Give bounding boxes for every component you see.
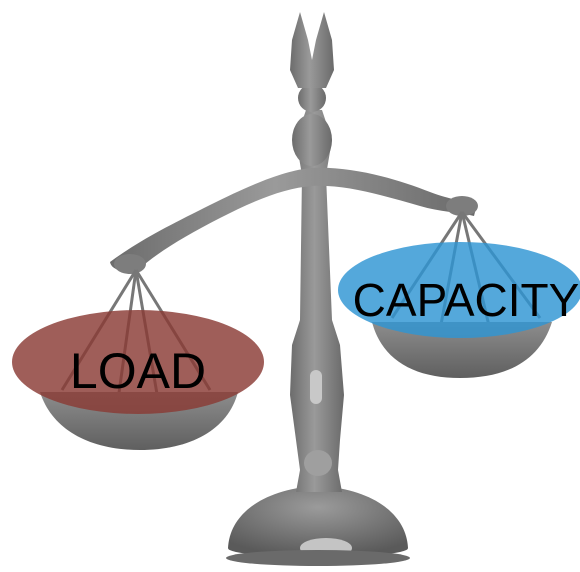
scale-pillar xyxy=(290,84,344,492)
capacity-oval: CAPACITY xyxy=(338,242,580,338)
load-oval: LOAD xyxy=(12,310,264,414)
scale-base xyxy=(226,486,410,566)
scale-beam xyxy=(110,167,478,274)
capacity-label: CAPACITY xyxy=(353,274,580,326)
load-label: LOAD xyxy=(70,343,206,399)
scale-finial xyxy=(290,12,334,88)
capacity-pan xyxy=(372,322,552,378)
